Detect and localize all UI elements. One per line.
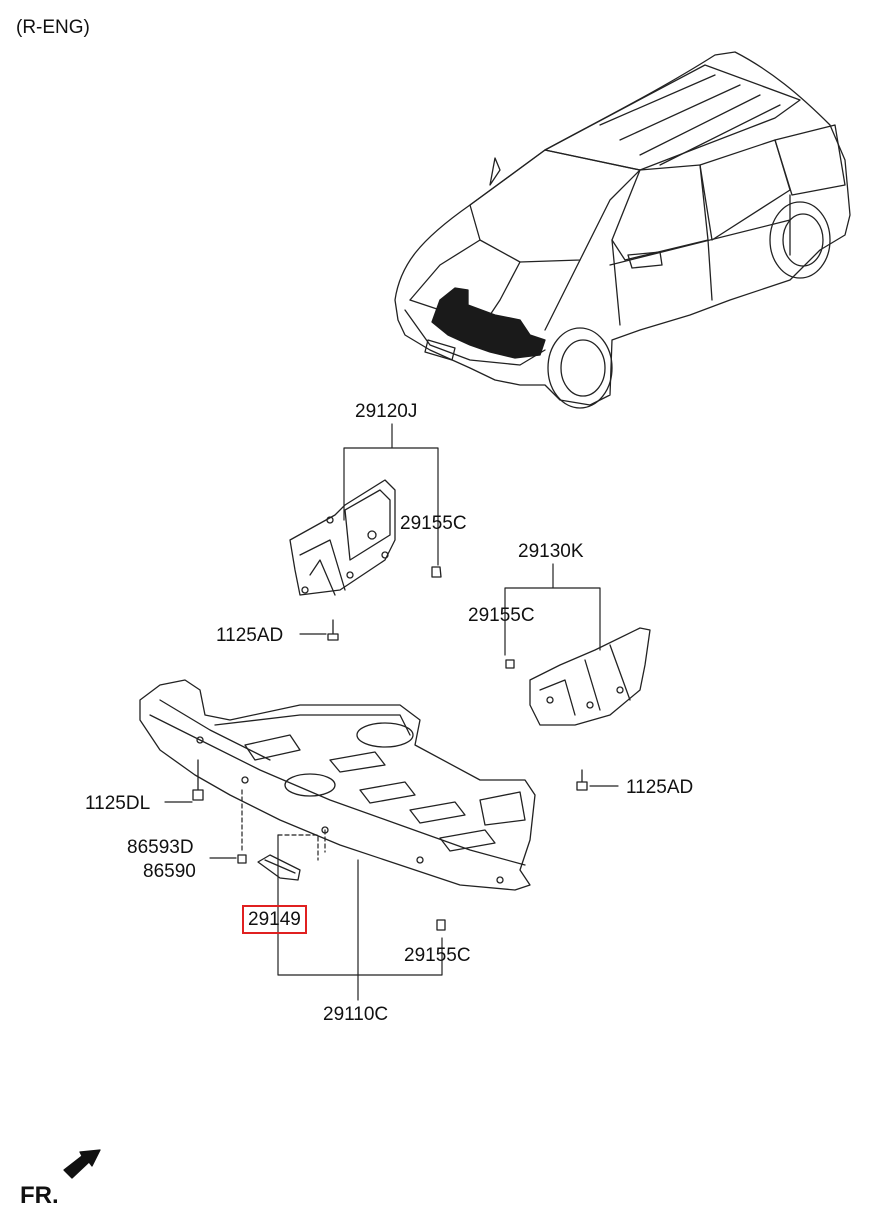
bolt-1125AD-upper [327, 619, 339, 641]
bolt-1125AD-side [576, 769, 588, 791]
bolt-1125DL [192, 759, 204, 801]
part-label-29155C-side: 29155C [468, 605, 535, 626]
part-label-1125AD-upper: 1125AD [216, 625, 284, 646]
undercover-29110C [139, 679, 536, 891]
part-label-29155C-upper: 29155C [400, 513, 467, 534]
part-label-29130K: 29130K [518, 541, 584, 562]
part-label-29120J: 29120J [355, 401, 418, 422]
clip-29155C-lower [436, 919, 446, 931]
part-label-1125AD-side: 1125AD [626, 777, 694, 798]
vehicle-illustration [394, 51, 851, 409]
nut-86593D [237, 854, 247, 864]
front-arrow-icon [63, 1149, 101, 1179]
part-label-29110C: 29110C [323, 1004, 389, 1025]
bracket-29120J [289, 479, 396, 596]
engine-code-label: (R-ENG) [16, 17, 90, 38]
bracket-29130K [529, 627, 651, 726]
part-label-86593D: 86593D [127, 837, 194, 858]
part-label-1125DL: 1125DL [85, 793, 151, 814]
part-label-29149-highlighted[interactable]: 29149 [242, 905, 307, 934]
front-indicator-label: FR. [20, 1182, 59, 1209]
part-label-86590: 86590 [143, 861, 196, 882]
part-label-29155C-lower: 29155C [404, 945, 471, 966]
leader-lines [164, 423, 619, 1001]
clip-29149 [257, 854, 301, 881]
